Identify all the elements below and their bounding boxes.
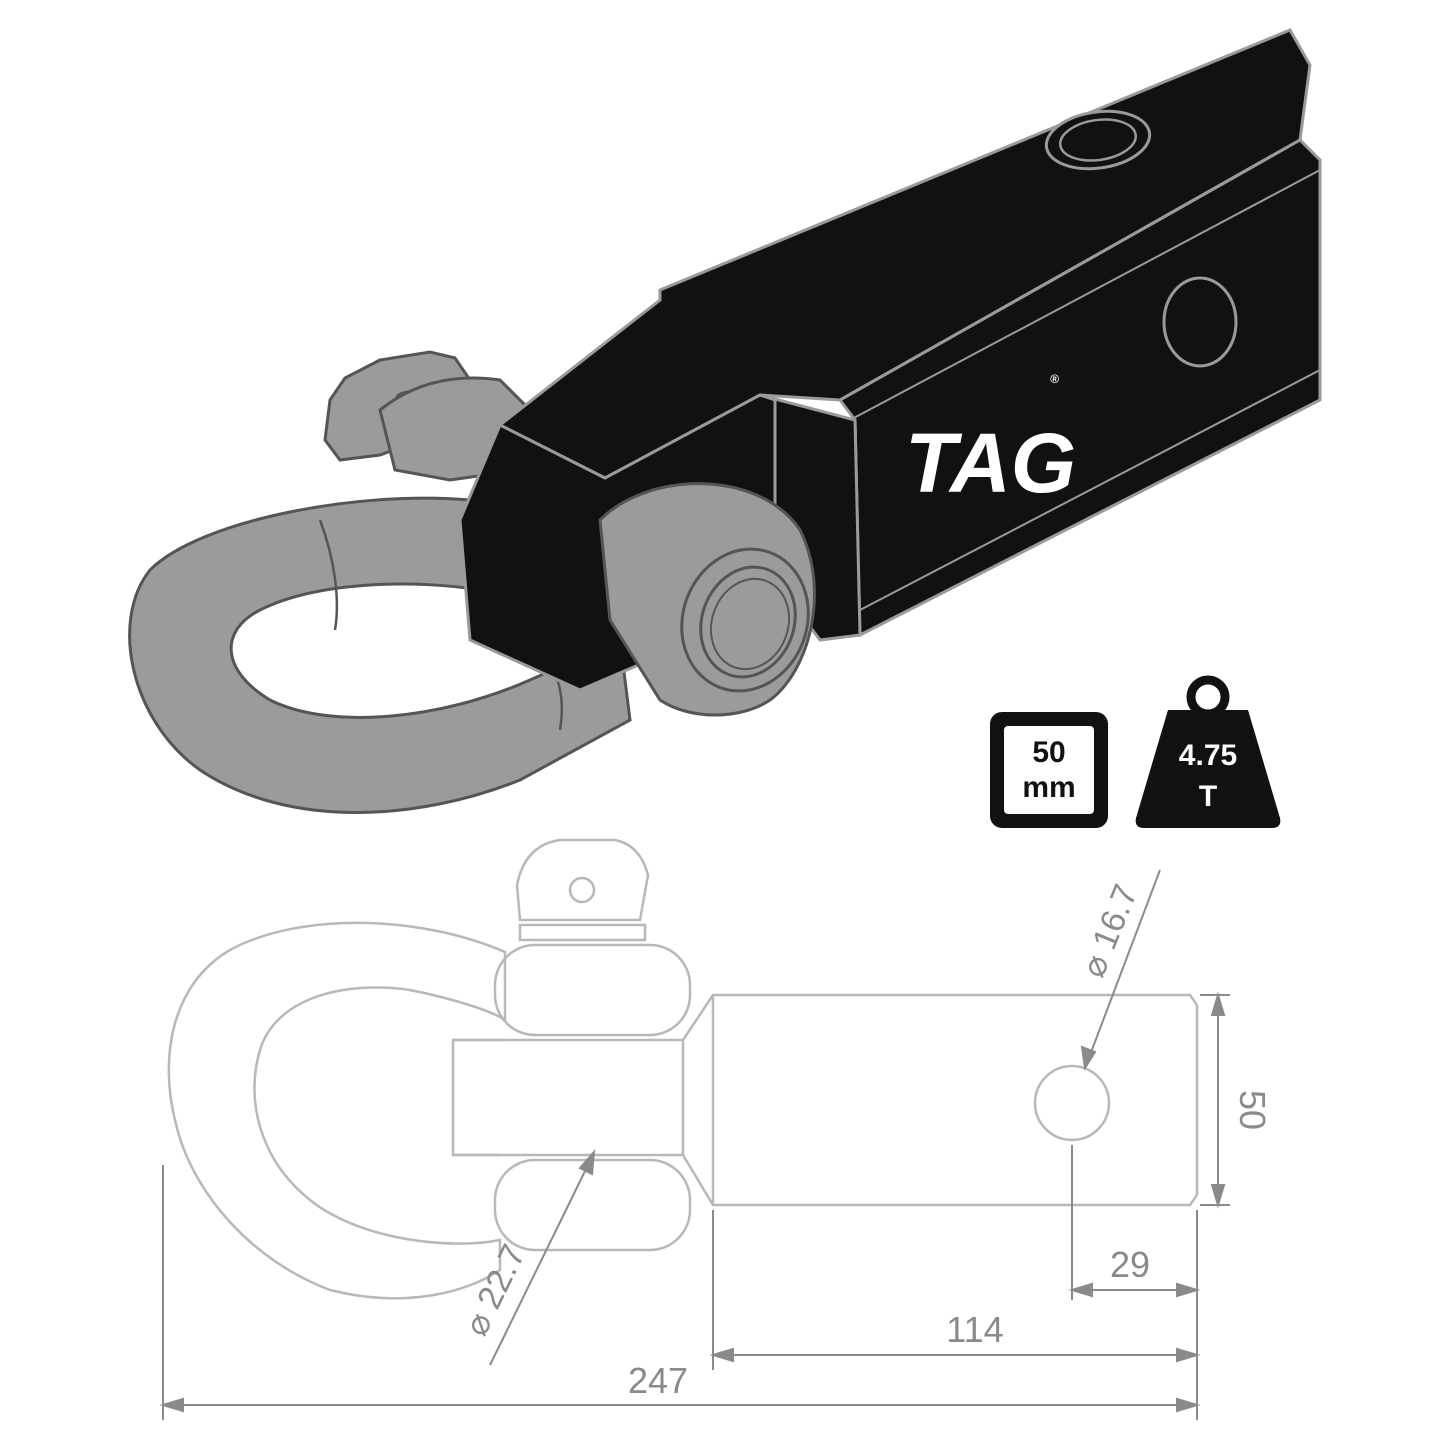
receiver-size-unit: mm <box>1022 771 1075 804</box>
weight-icon <box>1135 675 1281 828</box>
drawing-pin-nut <box>518 923 647 942</box>
pin-offset-label: 29 <box>1110 1244 1150 1285</box>
receiver-height-label: 50 <box>1232 1090 1273 1130</box>
brand-registered-mark: ® <box>1050 372 1059 386</box>
dimension-lines <box>159 869 1230 1420</box>
drawing-receiver-shank <box>681 993 1199 1207</box>
drawing-shackle-bow <box>167 921 507 1300</box>
capacity-value: 4.75 <box>1179 739 1237 772</box>
pin-diameter-label: ⌀ 16.7 <box>1074 879 1145 982</box>
receiver-size-value: 50 <box>1032 736 1065 769</box>
shackle-diameter-label: ⌀ 22.7 <box>457 1239 533 1342</box>
brand-logo: TAG <box>905 416 1076 510</box>
receiver-body: TAG ® <box>458 28 1322 692</box>
drawing-shackle-ear-top <box>493 943 692 1037</box>
dimension-labels: 247 114 29 50 ⌀ 16.7 ⌀ 22.7 <box>457 879 1273 1401</box>
capacity-unit: T <box>1199 780 1217 813</box>
shackle-bow <box>128 496 632 814</box>
drawing-receiver-front <box>451 1038 685 1157</box>
technical-drawing <box>167 838 1199 1300</box>
receiver-length-label: 114 <box>946 1309 1003 1350</box>
drawing-pin-hole <box>1033 1064 1111 1142</box>
isometric-view: TAG ® <box>128 28 1322 814</box>
capacity-badge: 4.75 T <box>1135 675 1281 828</box>
shackle-pin-head <box>323 350 542 482</box>
receiver-size-badge: 50 mm <box>990 712 1108 828</box>
shackle-eye <box>598 482 816 717</box>
overall-length-label: 247 <box>628 1360 688 1401</box>
